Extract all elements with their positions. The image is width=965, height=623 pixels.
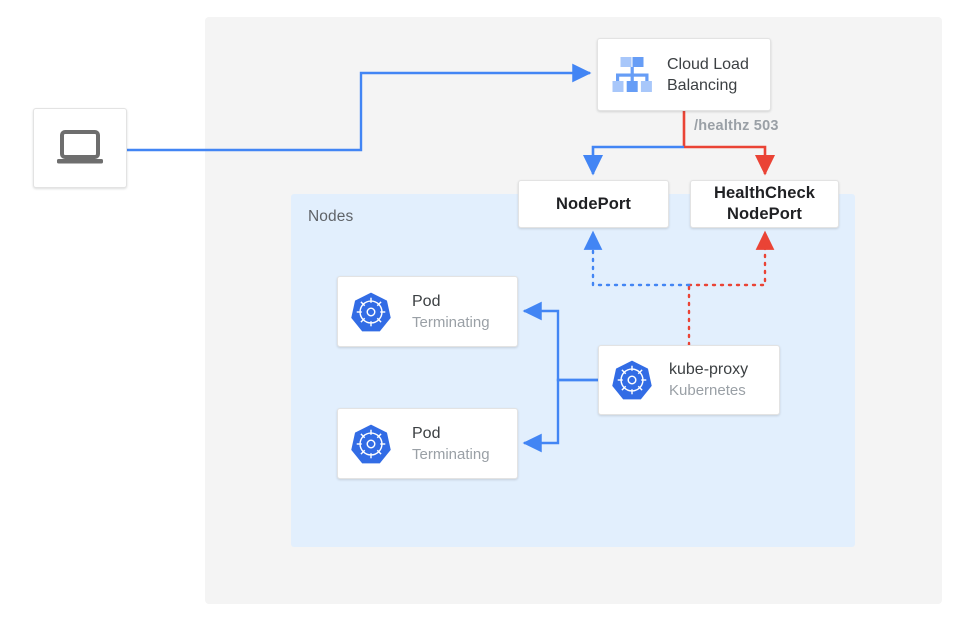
healthz-status-label: /healthz 503: [694, 118, 779, 134]
healthcheck-nodeport-node[interactable]: HealthCheck NodePort: [690, 180, 839, 228]
cloud-load-balancing-node[interactable]: Cloud Load Balancing: [597, 38, 771, 111]
laptop-icon: [55, 128, 105, 168]
healthcheck-nodeport-line2: NodePort: [726, 205, 803, 223]
kube-proxy-subtitle: Kubernetes: [669, 382, 746, 399]
pod-node-1[interactable]: Pod Terminating: [337, 276, 518, 347]
cloud-load-balancing-text: Cloud Load Balancing: [667, 54, 749, 96]
kube-proxy-title: kube-proxy: [669, 361, 749, 378]
kubernetes-icon: [611, 359, 653, 401]
healthcheck-nodeport-line1: HealthCheck: [713, 184, 816, 202]
kubernetes-icon: [350, 423, 392, 465]
pod-1-title: Pod: [412, 292, 441, 310]
pod-2-status: Terminating: [412, 445, 490, 463]
cloud-load-balancing-line2: Balancing: [667, 76, 738, 94]
pod-1-status: Terminating: [412, 313, 490, 331]
client-node[interactable]: [33, 108, 127, 188]
cloud-load-balancing-line1: Cloud Load: [667, 55, 749, 73]
cloud-load-balancing-icon: [609, 54, 655, 96]
kubernetes-icon: [350, 291, 392, 333]
nodes-panel-label: Nodes: [308, 208, 354, 225]
pod-1-text: Pod Terminating: [412, 291, 490, 333]
pod-2-text: Pod Terminating: [412, 423, 490, 465]
pod-node-2[interactable]: Pod Terminating: [337, 408, 518, 479]
nodeport-label: NodePort: [555, 194, 632, 213]
kube-proxy-text: kube-proxy Kubernetes: [669, 359, 748, 401]
nodeport-node[interactable]: NodePort: [518, 180, 669, 228]
kube-proxy-node[interactable]: kube-proxy Kubernetes: [598, 345, 780, 415]
pod-2-title: Pod: [412, 424, 441, 442]
